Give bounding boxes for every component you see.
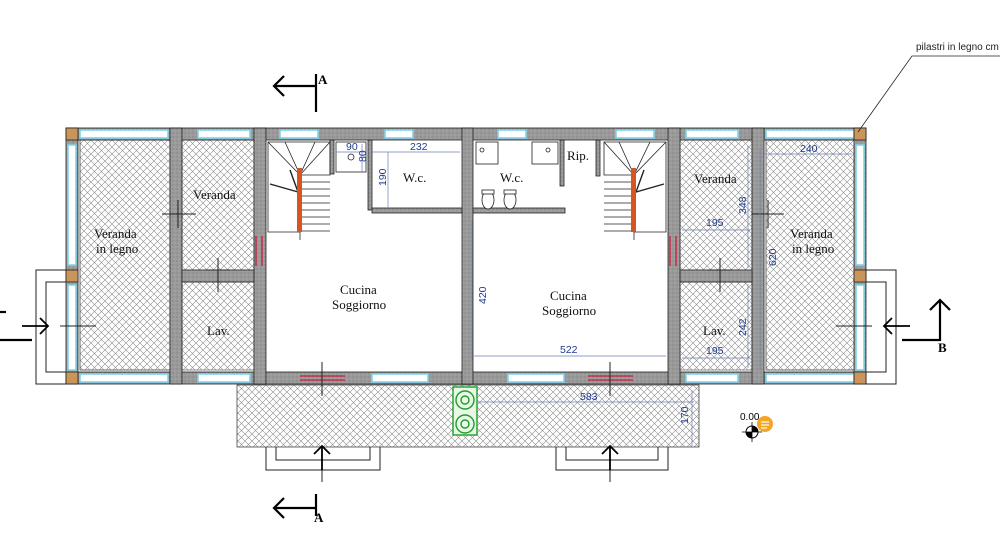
elevation-symbol [742,422,762,442]
wooden-pillars [65,127,867,385]
elevation-label: 0.00 [740,412,760,423]
section-label-top: A [318,72,328,87]
room-rip: Rip. [567,148,589,163]
pillars-note: pilastri in legno cm [916,42,999,53]
section-marker-bottom-a [272,494,318,519]
room-veranda-left: Veranda [193,187,236,202]
dim-240: 240 [800,143,818,155]
room-cucina-right-line1: Cucina [550,288,587,303]
dim-232: 232 [410,141,428,153]
room-veranda-right: Veranda [694,171,737,186]
dim-80: 80 [357,150,369,162]
dim-522: 522 [560,344,578,356]
section-marker-right-b [902,298,951,342]
dim-620: 620 [767,248,779,266]
windows [67,129,865,383]
room-cucina-right-line2: Soggiorno [542,303,596,318]
room-wc-left: W.c. [403,170,426,185]
room-veranda-legno-right-line1: Veranda [790,226,833,241]
room-veranda-legno-left-line2: in legno [96,241,138,256]
entry-arrows [22,317,910,470]
stair-rail-left [297,168,302,232]
dim-190: 190 [377,168,389,186]
plant-pots [452,386,478,436]
dim-420: 420 [477,286,489,304]
section-label-right: B [938,340,947,355]
room-cucina-left-line1: Cucina [340,282,377,297]
room-wc-right: W.c. [500,170,523,185]
room-veranda-legno-left-line1: Veranda [94,226,137,241]
dim-195-bottom: 195 [706,345,724,357]
room-lav-left: Lav. [207,323,230,338]
section-label-bottom: A [314,510,324,525]
stair-rail-right [631,168,636,232]
room-veranda-legno-right-line2: in legno [792,241,834,256]
dim-348: 348 [737,196,749,214]
pillars-note-leader [857,55,1000,133]
room-cucina-left-line2: Soggiorno [332,297,386,312]
bay-window-left [35,269,66,385]
dim-583: 583 [580,391,598,403]
front-steps [265,447,669,471]
bay-window-right [866,269,897,385]
bathroom-fixtures [335,141,559,210]
location-marker-icon[interactable] [757,416,773,432]
veranda-floor-hatching [79,139,857,448]
dim-195-top: 195 [706,217,724,229]
dimension-lines [336,144,852,446]
dim-170: 170 [679,406,691,424]
section-marker-top-a [272,74,318,112]
room-lav-right: Lav. [703,323,726,338]
dim-242: 242 [737,318,749,336]
section-marker-left [0,310,32,342]
dim-90: 90 [346,141,358,153]
